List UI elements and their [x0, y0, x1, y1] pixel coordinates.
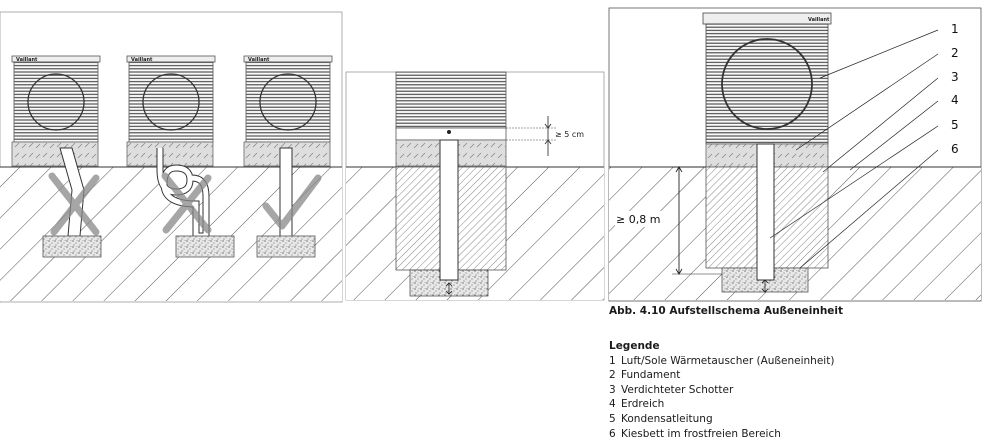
- fan-icon: [27, 73, 85, 131]
- gravel-bed: [42, 235, 102, 258]
- legend-item-text: Kiesbett im frostfreien Bereich: [621, 427, 781, 440]
- gravel-bed: [256, 235, 316, 258]
- legend-item-text: Verdichteter Schotter: [621, 383, 734, 396]
- dimension-arrow-icon: [544, 123, 552, 145]
- panel-installation-scheme: Vaillant ≥ 0,8 m 1 2 3 4 5 6: [608, 7, 982, 302]
- brand-label: Vaillant: [131, 57, 153, 63]
- foundation: [11, 141, 99, 167]
- outdoor-unit: [395, 71, 507, 129]
- legend-item-text: Fundament: [621, 369, 681, 382]
- depth-label: ≥ 0,8 m: [616, 213, 660, 226]
- legend-item: 6 Kiesbett im frostfreien Bereich: [609, 427, 834, 442]
- callout-4: 4: [951, 93, 959, 107]
- outdoor-unit-b: Vaillant: [126, 55, 216, 167]
- gap-arrow-icon: [761, 279, 769, 293]
- figure-caption: Abb. 4.10 Aufstellschema Außeneinheit: [609, 305, 844, 317]
- outdoor-unit-a: Vaillant: [11, 55, 101, 167]
- foundation: [126, 141, 214, 167]
- legend-item-text: Erdreich: [621, 398, 665, 411]
- legend-item: 3 Verdichteter Schotter: [609, 383, 834, 398]
- legend-item-number: 6: [609, 427, 616, 440]
- legend-item-number: 5: [609, 412, 616, 425]
- legend-item-text: Luft/Sole Wärmetauscher (Außeneinheit): [621, 354, 835, 367]
- legend-item: 1 Luft/Sole Wärmetauscher (Außeneinheit): [609, 354, 834, 369]
- condensate-pipe: [756, 143, 775, 281]
- legend: Legende 1 Luft/Sole Wärmetauscher (Außen…: [609, 339, 834, 441]
- callout-5: 5: [951, 118, 959, 132]
- callout-2: 2: [951, 46, 959, 60]
- check-mark-icon: [262, 174, 322, 230]
- panel-condensate-routing: Vaillant Vaillant Vaillant: [0, 11, 343, 303]
- legend-item-number: 3: [609, 383, 616, 396]
- condensate-pipe: [439, 139, 459, 281]
- gravel-bed: [175, 235, 235, 258]
- dimension-label-5cm: ≥ 5 cm: [555, 130, 584, 139]
- legend-item: 5 Kondensatleitung: [609, 412, 834, 427]
- depth-arrow-icon: [675, 166, 683, 275]
- panel-foundation-detail: ≥ 5 cm: [345, 71, 605, 301]
- drain-outlet-icon: [447, 130, 451, 134]
- fan-icon: [259, 73, 317, 131]
- legend-title: Legende: [609, 340, 660, 352]
- cross-mark-icon: [161, 172, 212, 234]
- brand-label: Vaillant: [248, 57, 270, 63]
- callout-1: 1: [951, 22, 959, 36]
- gap-arrow-icon: [445, 282, 453, 295]
- legend-item: 2 Fundament: [609, 368, 834, 383]
- brand-label: Vaillant: [16, 57, 38, 63]
- brand-label: Vaillant: [808, 17, 830, 23]
- legend-item-number: 1: [609, 354, 616, 367]
- outdoor-unit-c: Vaillant: [243, 55, 333, 167]
- outdoor-unit: [705, 23, 829, 145]
- legend-item-text: Kondensatleitung: [621, 412, 713, 425]
- cross-mark-icon: [48, 172, 100, 236]
- fan-icon: [721, 38, 813, 130]
- legend-item-number: 4: [609, 398, 616, 411]
- callout-3: 3: [951, 70, 959, 84]
- legend-item: 4 Erdreich: [609, 397, 834, 412]
- fan-icon: [142, 73, 200, 131]
- legend-item-number: 2: [609, 369, 616, 382]
- callout-6: 6: [951, 142, 959, 156]
